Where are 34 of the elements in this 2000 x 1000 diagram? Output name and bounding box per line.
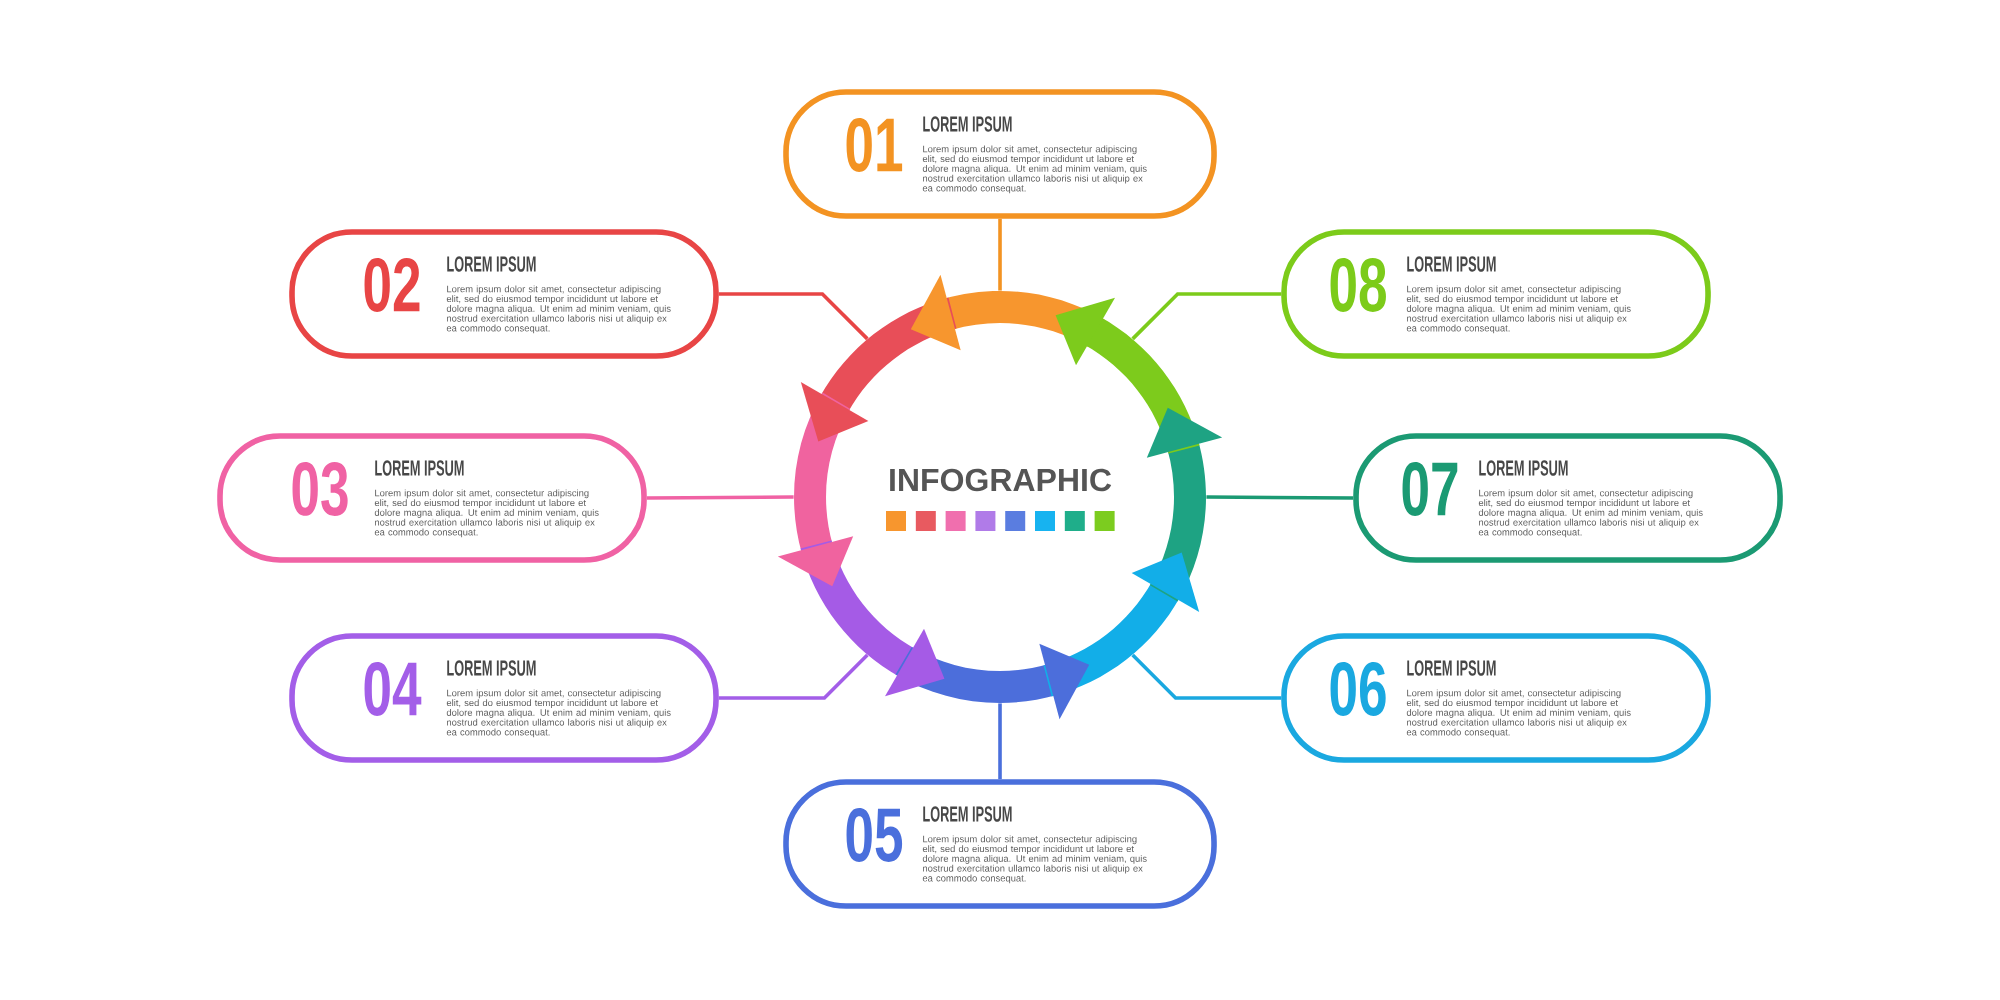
step-box (289, 229, 719, 359)
step-heading: LOREM IPSUM (1407, 256, 1496, 272)
step-box (1281, 633, 1711, 763)
step-box (1281, 229, 1711, 359)
step-number: 06 (1330, 662, 1386, 716)
step-number: 05 (846, 808, 903, 862)
step-box (1353, 433, 1783, 563)
connector-line (718, 653, 869, 700)
step-number: 03 (292, 462, 348, 516)
connector-line (1131, 292, 1282, 341)
connector-line (1131, 653, 1282, 700)
step-heading: LOREM IPSUM (447, 256, 536, 272)
step-number: 02 (364, 258, 420, 312)
step-number: 04 (364, 662, 422, 716)
connector-line (998, 218, 1002, 291)
center-title: INFOGRAPHIC (890, 468, 1112, 492)
step-heading: LOREM IPSUM (375, 460, 464, 476)
circular-arrow-ring (777, 274, 1223, 720)
connector-line (646, 495, 794, 500)
step-box (783, 779, 1217, 909)
connector-line (1206, 495, 1354, 500)
step-number: 08 (1330, 258, 1386, 312)
step-heading: LOREM IPSUM (923, 806, 1012, 822)
step-number: 07 (1402, 462, 1458, 516)
step-heading: LOREM IPSUM (1407, 660, 1496, 676)
step-box (783, 89, 1217, 219)
step-heading: LOREM IPSUM (447, 660, 536, 676)
connector-line (718, 292, 869, 341)
connector-line (998, 703, 1002, 780)
step-number: 01 (846, 118, 903, 172)
step-heading: LOREM IPSUM (1479, 460, 1568, 476)
step-heading: LOREM IPSUM (923, 116, 1012, 132)
step-box (217, 433, 647, 563)
step-box (289, 633, 719, 763)
